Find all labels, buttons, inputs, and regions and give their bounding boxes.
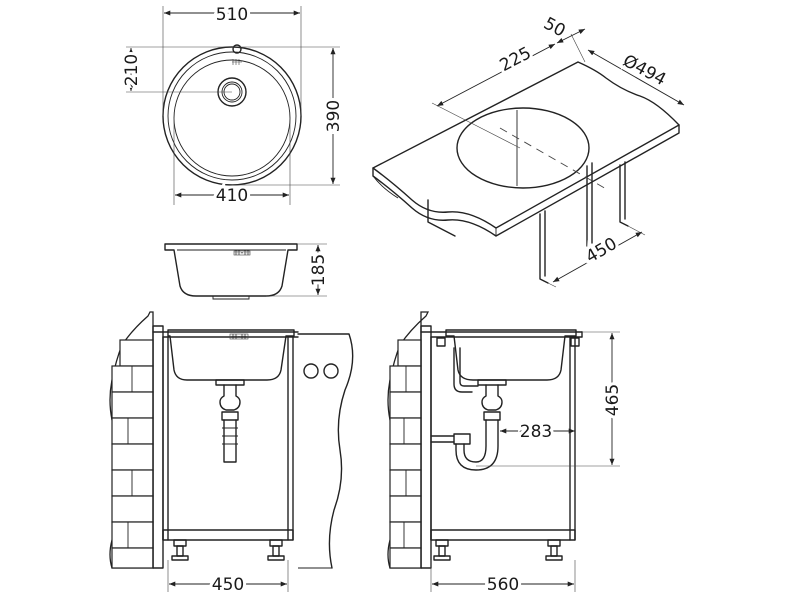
cabinet-feet-front xyxy=(171,539,285,561)
sink-section xyxy=(164,243,298,297)
right-wall-profile xyxy=(297,333,354,569)
side-sink-bowl xyxy=(445,329,577,381)
cabinet-base-side xyxy=(430,529,576,541)
dim-front-width: 450 xyxy=(212,575,244,595)
overflow-label-side: 00•00 xyxy=(234,251,249,257)
side-install-view: 465 283 560 xyxy=(387,311,626,598)
cutout-center-dash xyxy=(499,127,609,191)
cabinet-panel-front xyxy=(539,213,549,284)
sink-rim-outer xyxy=(162,46,302,186)
drain-trap-front xyxy=(215,379,245,463)
dim-edge-offset-line xyxy=(556,28,586,44)
cabinet-base-front xyxy=(162,529,294,541)
dim-side-depth: 560 xyxy=(487,575,519,595)
dim-drain-offset: 283 xyxy=(520,422,552,442)
dim-center-offset: 225 xyxy=(497,43,535,76)
countertop-view: 225 50 Ø494 450 xyxy=(372,11,685,288)
overflow-label-front: 00•00 xyxy=(231,335,246,341)
dim-height-outer: 390 xyxy=(324,100,344,132)
dim-edge-offset: 50 xyxy=(540,14,568,42)
front-sink-bowl xyxy=(167,329,295,381)
overflow-slot-front xyxy=(229,333,249,340)
side-view: 00•00 185 xyxy=(164,243,332,300)
dim-cabinet-depth-line xyxy=(552,231,643,283)
dim-cutout-diameter: Ø494 xyxy=(619,51,669,90)
overflow-slot xyxy=(233,250,251,256)
valve-right xyxy=(323,363,339,379)
overflow-marks xyxy=(232,59,242,65)
cutout-oval xyxy=(456,107,590,189)
dim-side-height: 465 xyxy=(603,384,623,416)
countertop-top xyxy=(372,61,680,229)
dim-tap-offset: 210 xyxy=(122,54,142,86)
valve-left xyxy=(303,363,319,379)
dim-center-offset-line xyxy=(436,43,556,107)
dim-cutout-diameter-line xyxy=(587,49,685,106)
dim-width-bowl: 410 xyxy=(216,186,248,206)
cabinet-feet-side xyxy=(433,539,563,561)
dim-width-outer: 510 xyxy=(216,5,248,25)
cabinet-panel-left xyxy=(427,199,456,237)
tap-hole xyxy=(232,44,242,54)
bricks-left xyxy=(111,339,154,569)
wall-post-right xyxy=(420,325,432,569)
dim-depth: 185 xyxy=(309,254,329,286)
drain-trap-side xyxy=(430,379,507,471)
sink-rim-inner xyxy=(167,51,297,181)
wall-post-left xyxy=(152,325,164,569)
overflow-pipe xyxy=(453,347,479,393)
cabinet-panel-right xyxy=(619,164,629,227)
countertop-edge xyxy=(372,124,680,237)
top-view: 510 410 210 390 xyxy=(119,2,347,209)
bricks-right xyxy=(389,339,422,569)
front-install-view: 00•00 450 xyxy=(109,311,354,598)
